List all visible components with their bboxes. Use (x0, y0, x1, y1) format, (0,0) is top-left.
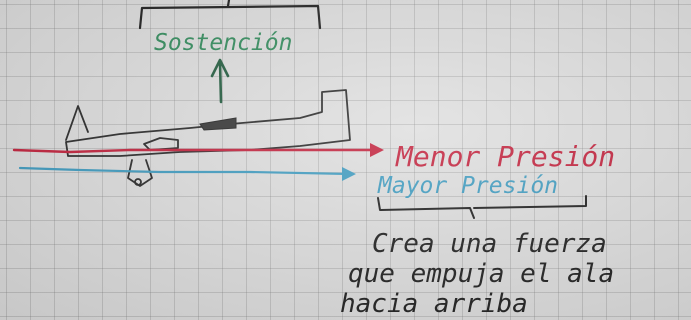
airplane-tail (65, 105, 89, 141)
lower-pressure-flow (12, 148, 380, 154)
airplane-wheel (134, 178, 142, 186)
lower-pressure-label: Menor Presión (395, 140, 615, 173)
lift-brace (138, 0, 322, 30)
higher-pressure-arrowhead (342, 167, 356, 181)
higher-pressure-label: Mayor Presión (377, 173, 558, 199)
airplane-window (143, 137, 179, 151)
note-line-3: hacia arriba (340, 289, 528, 319)
lower-pressure-arrowhead (370, 143, 384, 157)
airplane-landing-gear (127, 159, 153, 187)
note-line-2: que empuja el ala (348, 259, 614, 289)
pressure-brace (377, 195, 587, 219)
higher-pressure-flow (18, 166, 352, 176)
lift-arrow (210, 58, 230, 104)
airplane-wing (199, 117, 237, 131)
lift-label: Sostención (154, 30, 292, 56)
note-line-1: Crea una fuerza (372, 229, 607, 259)
